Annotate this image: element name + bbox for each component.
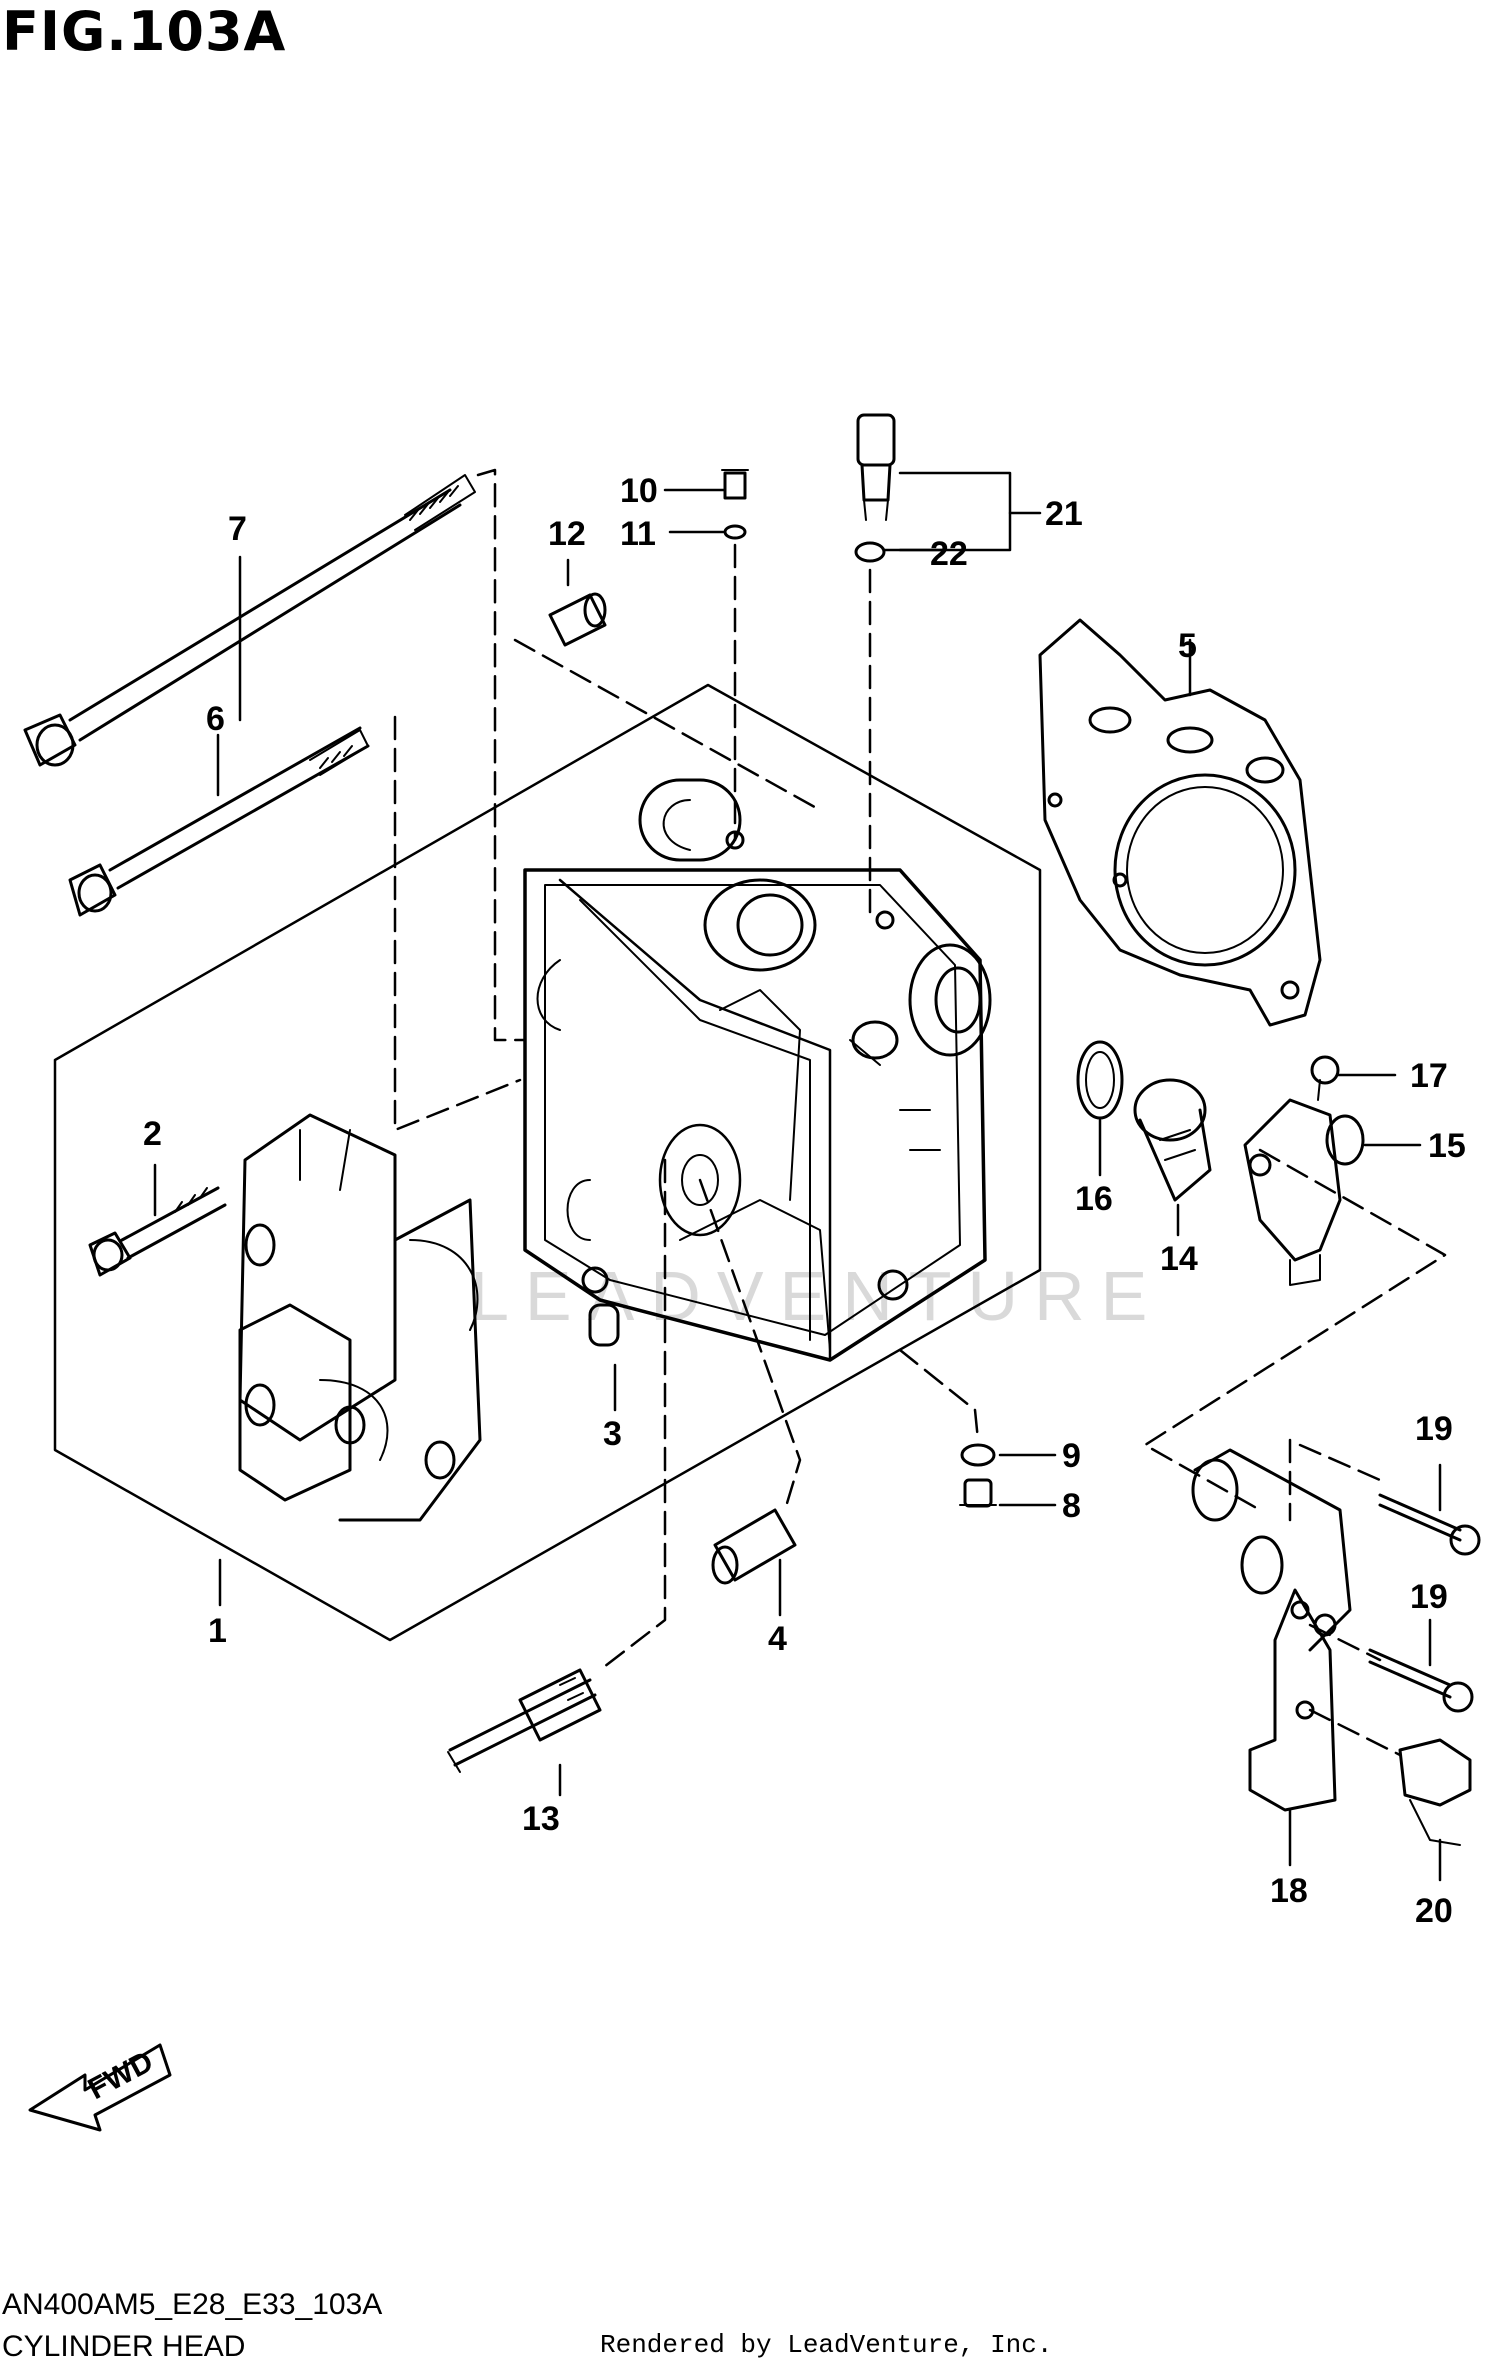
callout-18[interactable]: 18 (1270, 1872, 1308, 1910)
callout-1[interactable]: 1 (208, 1612, 227, 1650)
spark-plug[interactable] (447, 1668, 602, 1773)
cylinder-head-bolt-long[interactable] (23, 474, 476, 767)
bleed-screw[interactable] (721, 469, 749, 500)
callout-15[interactable]: 15 (1428, 1127, 1466, 1165)
callout-12[interactable]: 12 (548, 515, 586, 553)
callout-13[interactable]: 13 (522, 1800, 560, 1838)
bracket-bolt-lower[interactable] (1368, 1648, 1474, 1713)
bracket[interactable] (1191, 1448, 1352, 1812)
watermark-text: LEADVENTURE (470, 1257, 1163, 1335)
hose-clamp[interactable] (1398, 1738, 1472, 1846)
plug-washer[interactable] (960, 1443, 996, 1467)
callout-16[interactable]: 16 (1075, 1180, 1113, 1218)
callout-5[interactable]: 5 (1178, 627, 1197, 665)
callout-22[interactable]: 22 (930, 535, 968, 573)
cylinder-head-bolt[interactable] (68, 726, 370, 917)
callout-10[interactable]: 10 (620, 472, 658, 510)
cam-housing[interactable] (238, 1113, 482, 1522)
cam-housing-bolt[interactable] (88, 1186, 227, 1277)
callout-11[interactable]: 11 (620, 515, 656, 553)
diagram-code: AN400AM5_E28_E33_103A (2, 2288, 383, 2321)
callout-8[interactable]: 8 (1062, 1487, 1081, 1525)
fwd-label: FWD (83, 2045, 159, 2106)
thermostat-cover[interactable] (1243, 1098, 1365, 1286)
diagram-name: CYLINDER HEAD (2, 2330, 246, 2363)
callout-numbers: 1 2 3 4 5 6 7 8 9 10 11 12 13 14 15 16 1… (143, 472, 1466, 1930)
callout-19-lower[interactable]: 19 (1410, 1578, 1448, 1616)
assembly-box-outline (53, 683, 1042, 1642)
dowel-pin[interactable] (548, 592, 607, 647)
callout-19-upper[interactable]: 19 (1415, 1410, 1453, 1448)
figure-title: FIG.103A (2, 0, 287, 63)
callout-2[interactable]: 2 (143, 1115, 162, 1153)
temperature-sensor[interactable] (856, 413, 896, 521)
alignment-dashed-lines (393, 468, 1447, 1757)
callout-9[interactable]: 9 (1062, 1437, 1081, 1475)
callout-3[interactable]: 3 (603, 1415, 622, 1453)
drain-plug[interactable] (959, 1478, 997, 1508)
callout-20[interactable]: 20 (1415, 1892, 1453, 1930)
thermostat[interactable] (1133, 1078, 1212, 1202)
callout-4[interactable]: 4 (768, 1620, 787, 1658)
cylinder-head[interactable] (523, 778, 992, 1362)
sensor-o-ring[interactable] (854, 541, 886, 563)
callout-6[interactable]: 6 (206, 700, 225, 738)
thermostat-o-ring[interactable] (1076, 1040, 1124, 1120)
thermostat-cover-bolt[interactable] (1310, 1055, 1340, 1101)
leader-lines (153, 471, 1442, 1882)
forward-direction-arrow: FWD (28, 2043, 172, 2132)
bleed-screw-washer[interactable] (723, 524, 747, 540)
callout-17[interactable]: 17 (1410, 1057, 1448, 1095)
rendered-by-credit: Rendered by LeadVenture, Inc. (600, 2330, 1053, 2360)
callout-7[interactable]: 7 (228, 510, 247, 548)
dowel-pin-small[interactable] (588, 1303, 620, 1347)
callout-14[interactable]: 14 (1160, 1240, 1198, 1278)
bracket-bolt-upper[interactable] (1378, 1493, 1481, 1556)
cylinder-head-gasket[interactable] (1038, 618, 1322, 1027)
callout-21[interactable]: 21 (1045, 495, 1083, 533)
oil-pipe[interactable] (711, 1508, 797, 1585)
